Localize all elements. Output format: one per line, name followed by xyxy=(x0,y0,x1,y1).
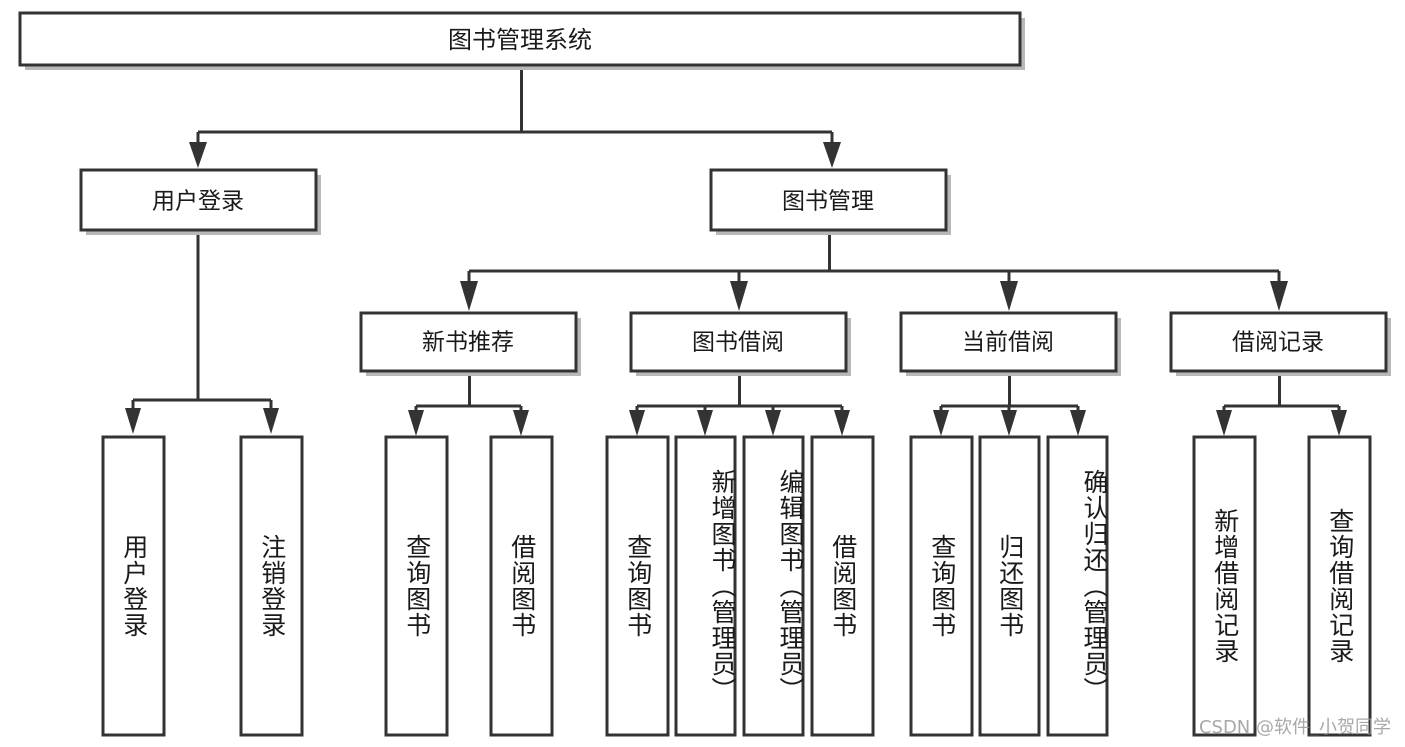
node-current-borrow[interactable]: 当前借阅 xyxy=(899,311,1121,376)
leaf-box-group xyxy=(101,435,1372,737)
leaf-query-book-1-box[interactable] xyxy=(384,435,449,737)
node-current-borrow-label: 当前借阅 xyxy=(962,330,1054,356)
node-book-manage-label: 图书管理 xyxy=(782,189,874,215)
arrow-new-book-recommend xyxy=(460,281,478,311)
leaf-add-book-box[interactable] xyxy=(674,435,737,737)
node-root-box xyxy=(18,11,1022,67)
arrow-book-manage xyxy=(823,142,841,168)
node-book-manage[interactable]: 图书管理 xyxy=(709,168,951,235)
arrow-leaf-return-book xyxy=(1001,410,1017,436)
node-new-book-recommend-label: 新书推荐 xyxy=(422,330,514,356)
node-book-borrow-box xyxy=(629,311,848,373)
node-current-borrow-box xyxy=(899,311,1118,373)
node-book-borrow[interactable]: 图书借阅 xyxy=(629,311,851,376)
node-new-book-recommend[interactable]: 新书推荐 xyxy=(359,311,581,376)
leaf-query-book-3-box[interactable] xyxy=(909,435,974,737)
csdn-watermark: CSDN @软件_小贺同学 xyxy=(1198,717,1391,738)
arrow-user-login xyxy=(189,142,207,168)
node-user-login-label: 用户登录 xyxy=(152,189,244,215)
node-borrow-record-box xyxy=(1169,311,1388,373)
node-user-login-box xyxy=(79,168,318,232)
arrow-leaf-query-book-3 xyxy=(933,410,949,436)
leaf-edit-book-box[interactable] xyxy=(742,435,805,737)
node-user-login[interactable]: 用户登录 xyxy=(79,168,321,235)
arrow-leaf-edit-book xyxy=(765,410,781,436)
leaf-user-logout-box[interactable] xyxy=(239,435,304,737)
leaf-query-book-2-box[interactable] xyxy=(605,435,670,737)
arrow-book-borrow xyxy=(730,281,748,311)
leaf-query-record-box[interactable] xyxy=(1307,435,1372,737)
leaf-user-login-box[interactable] xyxy=(101,435,166,737)
connector-group xyxy=(125,70,1347,436)
arrow-leaf-query-book-1 xyxy=(408,410,424,436)
leaf-confirm-return-box[interactable] xyxy=(1046,435,1109,737)
leaf-borrow-book-1-box[interactable] xyxy=(489,435,554,737)
arrow-leaf-borrow-book-2 xyxy=(834,410,850,436)
leaf-borrow-book-2-box[interactable] xyxy=(810,435,875,737)
leaf-add-record-box[interactable] xyxy=(1192,435,1257,737)
arrow-leaf-add-book xyxy=(697,410,713,436)
arrow-leaf-user-logout xyxy=(263,408,279,434)
node-borrow-record[interactable]: 借阅记录 xyxy=(1169,311,1391,376)
node-root[interactable]: 图书管理系统 xyxy=(18,11,1025,70)
node-book-borrow-label: 图书借阅 xyxy=(692,330,784,356)
node-root-label: 图书管理系统 xyxy=(448,26,592,54)
node-borrow-record-label: 借阅记录 xyxy=(1232,330,1324,356)
node-new-book-recommend-box xyxy=(359,311,578,373)
node-book-manage-box xyxy=(709,168,948,232)
arrow-leaf-query-book-2 xyxy=(629,410,645,436)
arrow-borrow-record xyxy=(1270,281,1288,311)
leaf-return-book-box[interactable] xyxy=(978,435,1041,737)
arrow-leaf-user-login xyxy=(125,408,141,434)
arrow-leaf-add-record xyxy=(1216,410,1232,436)
arrow-leaf-query-record xyxy=(1331,410,1347,436)
arrow-current-borrow xyxy=(1000,281,1018,311)
arrow-leaf-confirm-return xyxy=(1070,410,1086,436)
arrow-leaf-borrow-book-1 xyxy=(513,410,529,436)
